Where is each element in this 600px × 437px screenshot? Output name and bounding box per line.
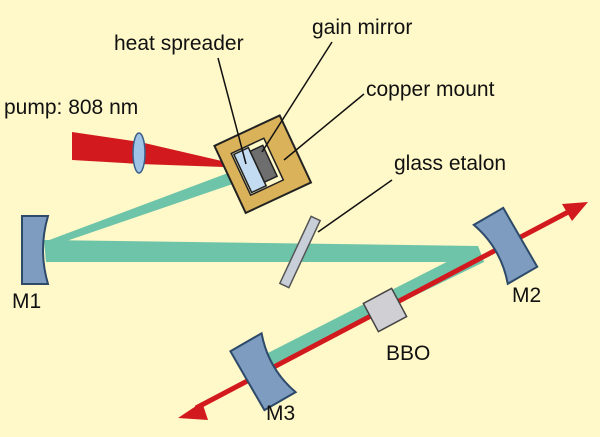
label-pump: pump: 808 nm bbox=[4, 96, 138, 119]
callout-heat-spreader bbox=[217, 57, 247, 165]
arrow-head-icon bbox=[562, 202, 588, 221]
label-glass-etalon: glass etalon bbox=[394, 152, 506, 175]
pump-lens-icon bbox=[132, 132, 146, 174]
label-copper-mount: copper mount bbox=[366, 78, 495, 101]
label-bbo: BBO bbox=[386, 342, 430, 365]
label-m2: M2 bbox=[512, 284, 541, 307]
gain-mirror bbox=[249, 144, 279, 184]
callout-glass-etalon bbox=[317, 179, 393, 233]
mirror-m3 bbox=[229, 331, 298, 412]
arrow-head-icon bbox=[178, 402, 208, 420]
pump-beam bbox=[72, 132, 252, 168]
mirror-m1 bbox=[21, 215, 50, 285]
cavity-beam-m1-to-m2 bbox=[44, 240, 484, 262]
label-m1: M1 bbox=[12, 290, 41, 313]
label-gain-mirror: gain mirror bbox=[312, 16, 412, 39]
label-heat-spreader: heat spreader bbox=[114, 32, 244, 55]
callout-gain-mirror bbox=[261, 41, 333, 153]
bbo-crystal-group bbox=[362, 287, 408, 333]
mirror-m3-group bbox=[229, 331, 298, 412]
bbo-crystal bbox=[362, 287, 408, 333]
mirror-m2 bbox=[472, 206, 539, 286]
glass-etalon-group bbox=[278, 215, 322, 289]
mirror-m2-group bbox=[472, 206, 539, 286]
callout-copper-mount bbox=[283, 93, 365, 161]
label-m3: M3 bbox=[266, 402, 295, 425]
gain-head-assembly bbox=[213, 114, 313, 215]
cavity-beam-gain-to-m1 bbox=[44, 164, 256, 248]
glass-etalon bbox=[278, 215, 322, 289]
